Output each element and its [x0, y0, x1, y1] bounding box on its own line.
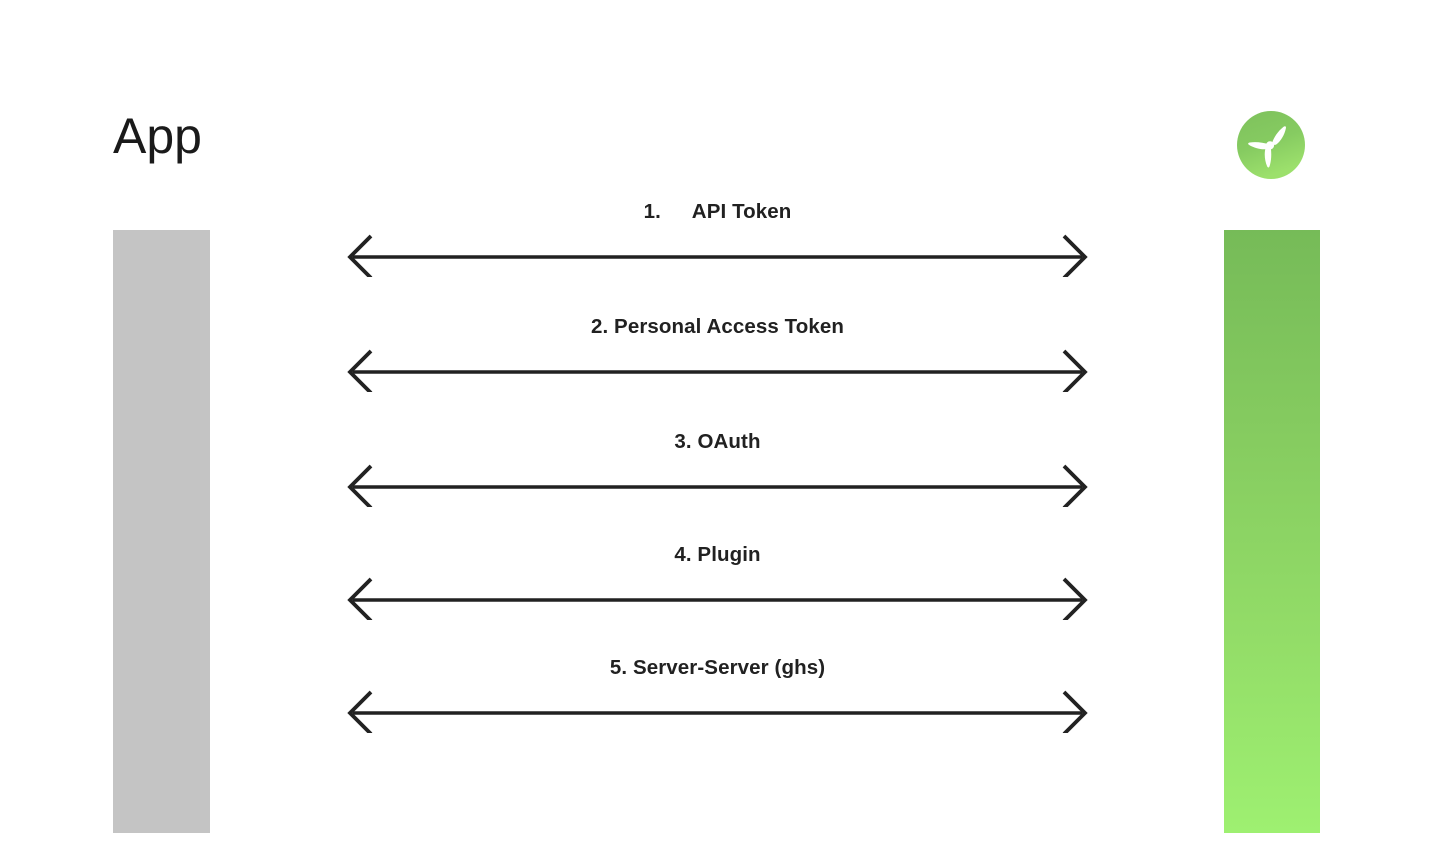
message-row: 4. Plugin — [345, 543, 1090, 620]
bidirectional-arrow-icon — [345, 689, 1090, 733]
message-label: 5. Server-Server (ghs) — [609, 656, 826, 679]
message-row: 1. API Token — [345, 200, 1090, 277]
left-actor-title: App — [113, 108, 202, 164]
message-label: 3. OAuth — [674, 430, 761, 453]
message-label: 1. API Token — [643, 200, 792, 223]
message-row: 5. Server-Server (ghs) — [345, 656, 1090, 733]
message-row: 2. Personal Access Token — [345, 315, 1090, 392]
bidirectional-arrow-icon — [345, 348, 1090, 392]
right-actor-lifeline — [1224, 230, 1320, 833]
propeller-logo-icon — [1236, 110, 1306, 180]
message-label: 2. Personal Access Token — [590, 315, 845, 338]
left-actor-lifeline — [113, 230, 210, 833]
bidirectional-arrow-icon — [345, 233, 1090, 277]
message-row: 3. OAuth — [345, 430, 1090, 507]
message-label: 4. Plugin — [674, 543, 761, 566]
bidirectional-arrow-icon — [345, 576, 1090, 620]
bidirectional-arrow-icon — [345, 463, 1090, 507]
